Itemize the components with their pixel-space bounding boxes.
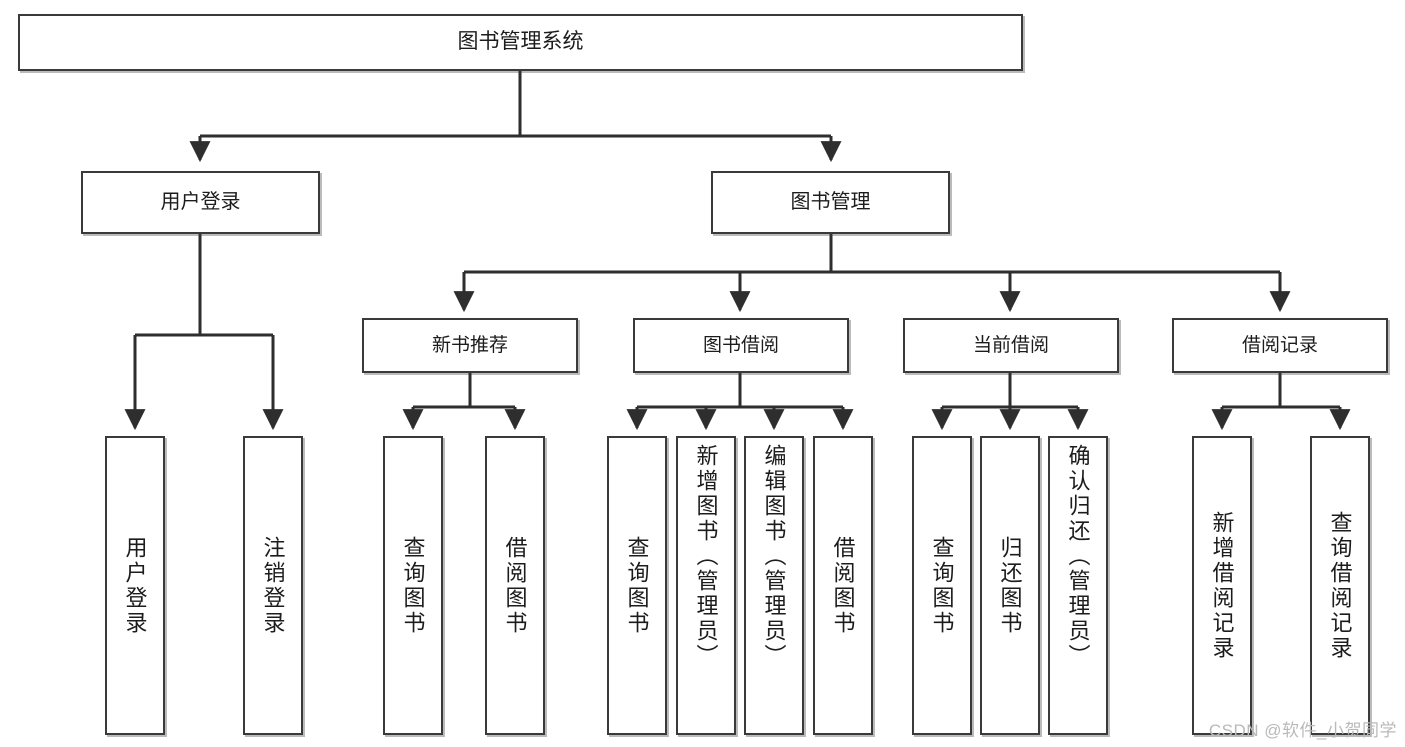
leaf-user-login-signout[interactable]: 注销登录: [243, 436, 303, 735]
leaf-current-query-book-label: 查询图书: [929, 535, 955, 636]
leaf-borrow-borrow-book[interactable]: 借阅图书: [813, 436, 873, 735]
node-borrow-record-label: 借阅记录: [1241, 334, 1318, 356]
node-borrow-record[interactable]: 借阅记录: [1172, 318, 1388, 373]
node-book-borrow-label: 图书借阅: [702, 334, 779, 356]
node-root-system-label: 图书管理系统: [457, 30, 584, 54]
leaf-record-query-record-label: 查询借阅记录: [1327, 510, 1353, 661]
leaf-record-add-record-label: 新增借阅记录: [1209, 510, 1235, 661]
node-new-book-recommend[interactable]: 新书推荐: [362, 318, 578, 373]
node-book-borrow[interactable]: 图书借阅: [633, 318, 849, 373]
leaf-current-confirm-return-label: 确认归还（管理员）: [1065, 444, 1091, 669]
node-root-system[interactable]: 图书管理系统: [18, 14, 1023, 71]
node-new-book-recommend-label: 新书推荐: [431, 334, 508, 356]
leaf-borrow-add-book-label: 新增图书（管理员）: [693, 444, 719, 669]
leaf-record-query-record[interactable]: 查询借阅记录: [1310, 436, 1370, 735]
leaf-borrow-query-book[interactable]: 查询图书: [607, 436, 667, 735]
leaf-record-add-record[interactable]: 新增借阅记录: [1192, 436, 1252, 735]
leaf-user-login-signin[interactable]: 用户登录: [105, 436, 165, 735]
node-book-management[interactable]: 图书管理: [711, 171, 950, 234]
node-current-borrow[interactable]: 当前借阅: [903, 318, 1119, 373]
leaf-borrow-edit-book[interactable]: 编辑图书（管理员）: [744, 436, 804, 735]
leaf-current-query-book[interactable]: 查询图书: [912, 436, 972, 735]
leaf-borrow-borrow-book-label: 借阅图书: [830, 535, 856, 636]
leaf-recommend-borrow-book[interactable]: 借阅图书: [485, 436, 545, 735]
leaf-borrow-query-book-label: 查询图书: [624, 535, 650, 636]
leaf-current-confirm-return[interactable]: 确认归还（管理员）: [1048, 436, 1108, 735]
leaf-user-login-signout-label: 注销登录: [260, 535, 286, 636]
leaf-current-return-book-label: 归还图书: [997, 535, 1023, 636]
node-user-login[interactable]: 用户登录: [81, 171, 320, 234]
watermark-text: CSDN @软件_小贺同学: [1208, 721, 1397, 740]
node-current-borrow-label: 当前借阅: [972, 334, 1049, 356]
leaf-recommend-borrow-book-label: 借阅图书: [502, 535, 528, 636]
leaf-recommend-query-book[interactable]: 查询图书: [383, 436, 443, 735]
leaf-borrow-edit-book-label: 编辑图书（管理员）: [761, 444, 787, 669]
node-book-management-label: 图书管理: [790, 191, 871, 213]
leaf-recommend-query-book-label: 查询图书: [400, 535, 426, 636]
node-user-login-label: 用户登录: [160, 191, 241, 213]
leaf-current-return-book[interactable]: 归还图书: [980, 436, 1040, 735]
leaf-user-login-signin-label: 用户登录: [122, 535, 148, 636]
leaf-borrow-add-book[interactable]: 新增图书（管理员）: [676, 436, 736, 735]
